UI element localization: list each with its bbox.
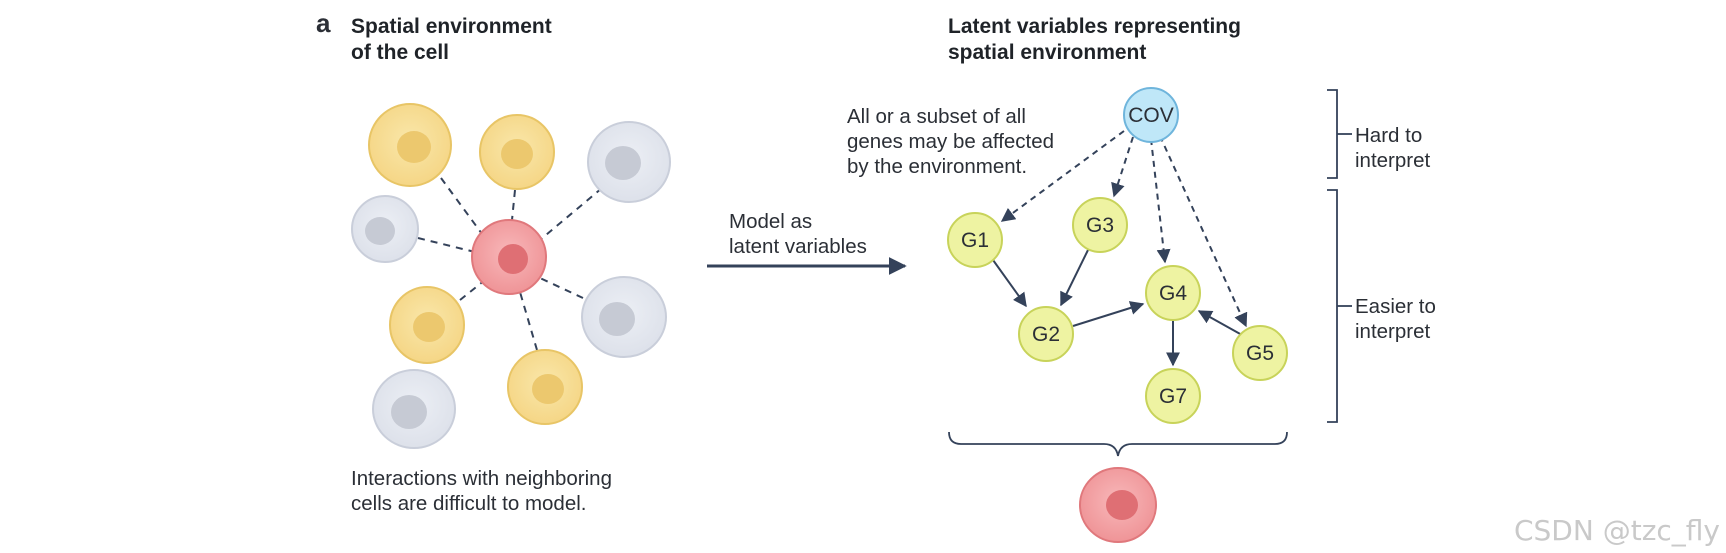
hard-label-line2: interpret	[1355, 149, 1431, 172]
grey-cell	[587, 121, 671, 203]
interaction-line	[539, 277, 584, 299]
yellow-cell	[368, 103, 452, 187]
node-g5: G5	[1232, 325, 1288, 381]
node-g2: G2	[1018, 306, 1074, 362]
yellow-cell	[479, 114, 555, 190]
environment-note: All or a subset of all genes may be affe…	[847, 104, 1054, 179]
note-line1: All or a subset of all	[847, 105, 1026, 128]
arrow-label: Model as latent variables	[729, 209, 867, 259]
interaction-line	[539, 187, 603, 241]
node-cov: COV	[1123, 87, 1179, 143]
arrow-label-line1: Model as	[729, 210, 813, 233]
hard-label: Hard to interpret	[1355, 123, 1430, 173]
right-title-line1: Latent variables representing	[948, 15, 1241, 38]
dag-nodes: COV G1 G3 G2 G4 G5 G7	[947, 87, 1288, 424]
edge-g5-g4	[1197, 310, 1243, 336]
arrow-label-line2: latent variables	[729, 235, 867, 258]
grey-cell	[372, 369, 456, 449]
node-g5-label: G5	[1246, 342, 1274, 365]
edge-cov-g1	[1000, 130, 1125, 222]
bracket-hard	[1327, 89, 1338, 179]
interpretability-brackets	[1327, 89, 1352, 423]
interaction-line	[417, 237, 476, 253]
edge-g3-g2	[1060, 249, 1089, 307]
left-title: Spatial environment of the cell	[351, 14, 552, 66]
easier-label-line2: interpret	[1355, 320, 1431, 343]
interaction-lines	[417, 177, 603, 351]
left-title-line1: Spatial environment	[351, 15, 552, 38]
hard-label-line1: Hard to	[1355, 124, 1423, 147]
grey-cell	[581, 276, 667, 358]
node-g1: G1	[947, 212, 1003, 268]
node-g2-label: G2	[1032, 323, 1060, 346]
dag-edges	[992, 130, 1248, 367]
center-cell	[471, 219, 547, 295]
edge-cov-g3	[1111, 136, 1134, 198]
edge-g1-g2	[992, 259, 1027, 308]
grey-cell	[351, 195, 419, 263]
yellow-cell	[507, 349, 583, 425]
note-line2: genes may be affected	[847, 130, 1055, 153]
node-g1-label: G1	[961, 229, 989, 252]
right-title-line2: spatial environment	[948, 41, 1147, 64]
node-g7-label: G7	[1159, 385, 1187, 408]
interaction-line	[510, 189, 516, 231]
edge-cov-g5	[1159, 135, 1248, 328]
yellow-cell	[389, 286, 465, 364]
node-g4: G4	[1145, 265, 1201, 321]
edge-g2-g4	[1072, 301, 1145, 327]
left-title-line2: of the cell	[351, 41, 450, 64]
neighbor-cells	[351, 103, 671, 449]
left-caption-line2: cells are difficult to model.	[351, 492, 587, 515]
interaction-line	[459, 279, 486, 301]
easier-label: Easier to interpret	[1355, 294, 1436, 344]
node-cov-label: COV	[1128, 104, 1174, 127]
right-title: Latent variables representing spatial en…	[948, 14, 1241, 66]
bottom-brace	[948, 431, 1288, 457]
easier-label-line1: Easier to	[1355, 295, 1436, 318]
node-g3: G3	[1072, 197, 1128, 253]
note-line3: by the environment.	[847, 155, 1028, 178]
left-caption: Interactions with neighboring cells are …	[351, 466, 612, 516]
bracket-easier	[1327, 189, 1338, 423]
panel-label: a	[316, 8, 331, 38]
edge-cov-g4	[1150, 138, 1171, 264]
interaction-line	[519, 291, 538, 351]
node-g7: G7	[1145, 368, 1201, 424]
left-caption-line1: Interactions with neighboring	[351, 467, 612, 490]
interaction-line	[440, 177, 486, 239]
result-cell	[1079, 467, 1157, 543]
watermark: CSDN @tzc_fly	[1513, 514, 1720, 547]
node-g3-label: G3	[1086, 214, 1114, 237]
node-g4-label: G4	[1159, 282, 1187, 305]
